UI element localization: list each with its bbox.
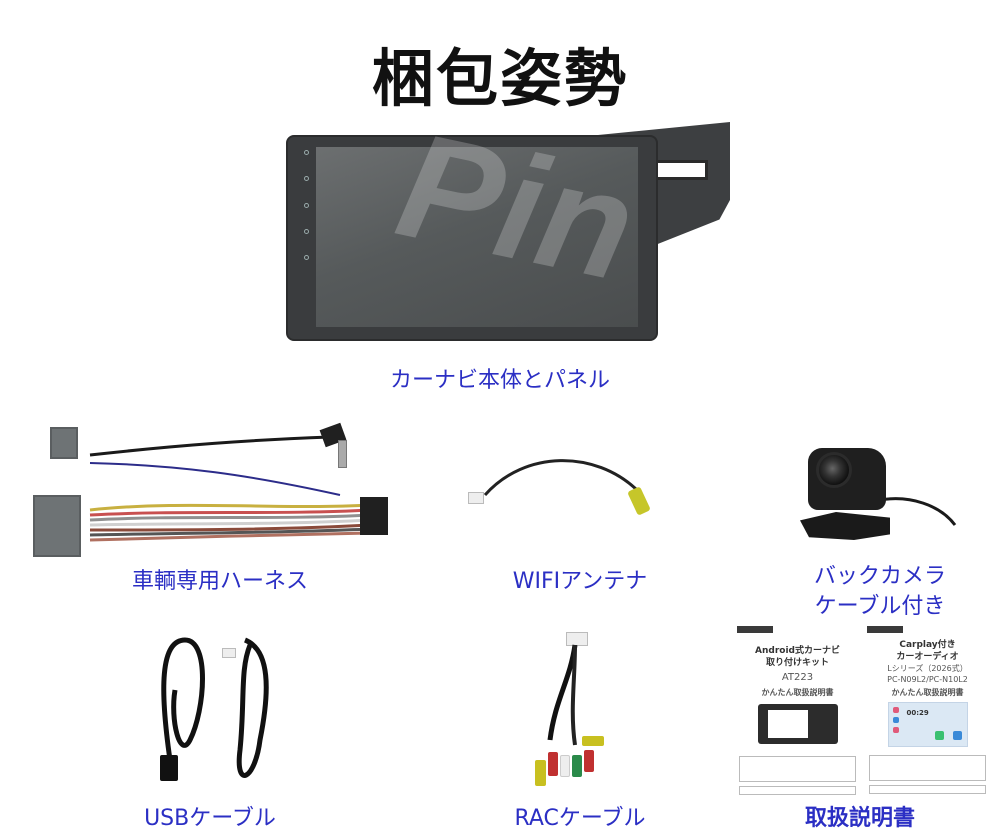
camera-bracket [800,512,890,540]
head-unit-connector [360,497,388,535]
main-connector [33,495,81,557]
rac-wires [547,644,578,746]
app-icon [892,707,899,713]
antenna-connector [468,492,484,504]
antenna-cable [483,459,639,496]
rca-white-1 [560,755,570,777]
unit-screen [316,147,638,327]
label-wifi-antenna: WIFIアンテナ [512,569,648,594]
usb-a-connector [160,755,178,781]
rca-green [572,755,582,777]
label-rac-cable: RACケーブル [514,806,646,831]
manual-title-line1: Carplay付き [899,640,956,650]
camera-lens [816,452,852,488]
home-icon [303,176,309,182]
manual-title-line1: Android式カーナビ [755,646,840,656]
rca-yellow-1 [582,736,604,746]
rca-red-2 [584,750,594,772]
manual-title-line2: 取り付けキット [765,658,829,668]
manual-subtitle: かんたん取扱説明書 [761,688,834,697]
label-back-camera-line2: ケーブル付き [814,594,946,619]
manual-warning-box [869,785,986,794]
volume-down-icon [303,255,309,260]
label-harness: 車輌専用ハーネス [131,569,308,594]
manual-model: AT223 [781,672,814,683]
panel-slot [650,160,708,180]
label-back-camera-line1: バックカメラ [813,564,946,589]
usb-harness-connector [222,648,236,658]
side-buttons [300,150,312,260]
manual-tag [737,626,773,633]
manual-notice-box [739,756,856,782]
manual-panel-screen [767,710,808,738]
manual-android: Android式カーナビ 取り付けキット AT223 かんたん取扱説明書 [735,626,860,796]
antenna-pin [338,440,347,468]
volume-up-icon [303,228,309,234]
rca-red-1 [548,752,558,776]
manual-model: PC-N09L2/PC-N10L2 [887,675,968,684]
manual-title-line2: カーオーディオ [896,652,959,662]
camera-cable [880,497,957,526]
manual-screen-time: 00:29 [906,709,929,717]
back-icon [303,202,309,208]
settings-icon [952,731,962,740]
manual-panel-image [757,704,838,744]
phone-icon [892,717,899,723]
label-head-unit: カーナビ本体とパネル [389,368,610,393]
manual-warning-box [739,786,856,795]
label-usb-cable: USBケーブル [144,806,276,831]
manual-subtitle: かんたん取扱説明書 [891,688,964,697]
usb-cable-coils [161,637,269,778]
music-icon [892,727,899,733]
rca-yellow-2 [535,760,546,786]
manual-series: Lシリーズ（2026式） [887,664,968,673]
manual-notice-box [869,755,986,781]
harness-wires [89,435,371,542]
page-title: 梱包姿勢 [371,42,628,115]
manual-tag [867,626,903,633]
power-icon [303,150,309,155]
manual-carplay: Carplay付き カーオーディオ Lシリーズ（2026式） PC-N09L2/… [865,626,990,796]
label-manual: 取扱説明書 [804,806,915,831]
manual-screen-image: 00:29 [887,702,968,747]
label-back-camera: バックカメラ ケーブル付き [780,562,980,622]
carplay-icon [934,731,944,740]
small-connector [50,427,78,459]
